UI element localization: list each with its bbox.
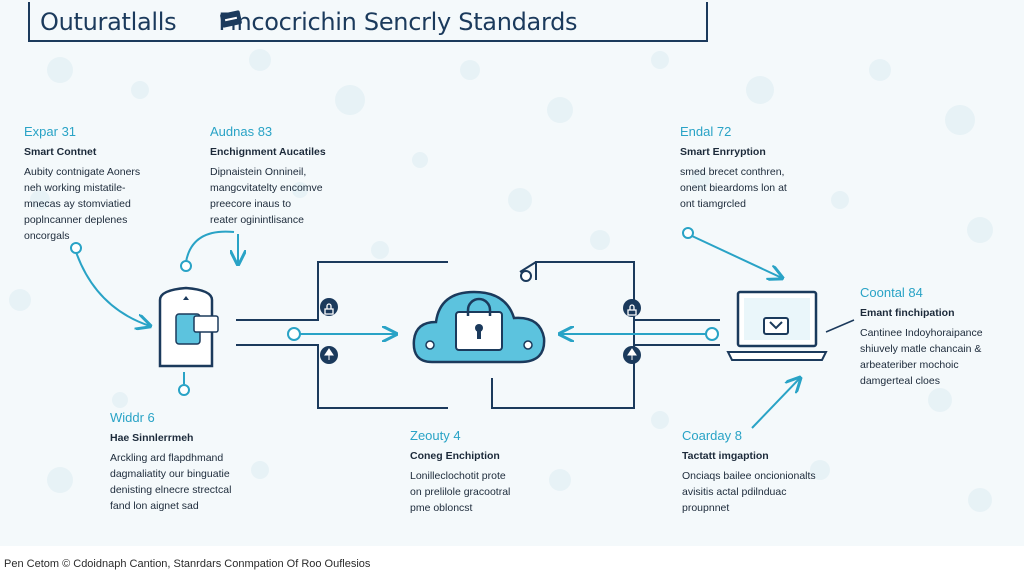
background-dot bbox=[47, 467, 73, 493]
panel-heading: Endal 72 bbox=[680, 124, 732, 139]
background-dot bbox=[292, 182, 308, 198]
panel-line: arbeateriber mochoic bbox=[860, 359, 959, 371]
background-dot bbox=[690, 170, 710, 190]
right-port-node bbox=[705, 327, 719, 341]
background-dot bbox=[651, 51, 669, 69]
background-dot bbox=[251, 461, 269, 479]
panel-line: preecore inaus to bbox=[210, 198, 292, 210]
panel-heading: Widdr 6 bbox=[110, 410, 155, 425]
background-dot bbox=[112, 392, 128, 408]
background-dot bbox=[945, 105, 975, 135]
panel-line: denisting elnecre strectcal bbox=[110, 484, 232, 496]
shield-lock-icon bbox=[158, 286, 219, 368]
panel-line: onent bieardoms lon at bbox=[680, 182, 787, 194]
lock-node-icon bbox=[623, 299, 641, 317]
arrow-top-left bbox=[75, 251, 150, 326]
page-title: Outuratlalls Fincocrichin Sencrly Standar… bbox=[40, 8, 578, 36]
background-dot bbox=[831, 191, 849, 209]
title-part-1: Outuratlalls bbox=[40, 8, 177, 36]
panel-line: shiuvely matle chancain & bbox=[860, 343, 982, 355]
panel-line: dagmaliatity our binguatie bbox=[110, 468, 230, 480]
background-dot bbox=[746, 76, 774, 104]
image-caption: Pen Cetom © Cdoidnaph Cantion, Stanrdars… bbox=[4, 558, 371, 570]
left-lower-connector bbox=[236, 344, 448, 409]
panel-line: Cantinee Indoyhoraipance bbox=[860, 327, 983, 339]
arrow-bottom-right bbox=[751, 378, 800, 429]
background-dot bbox=[30, 190, 50, 210]
panel-line: Onciaqs bailee oncionionalts bbox=[682, 470, 816, 482]
background-dot bbox=[460, 60, 480, 80]
panel-line: damgerteal cloes bbox=[860, 375, 940, 387]
panel-heading: Expar 31 bbox=[24, 124, 77, 139]
panel-line: mangcvitatelty encomve bbox=[210, 182, 323, 194]
background-dot bbox=[47, 57, 73, 83]
background-dot bbox=[412, 152, 428, 168]
panel-line: fand lon aignet sad bbox=[110, 500, 199, 512]
left-connector bbox=[236, 261, 448, 321]
laptop-icon bbox=[726, 290, 828, 361]
panel-line: neh working mistatile- bbox=[24, 182, 126, 194]
background-dot bbox=[810, 460, 830, 480]
lock-node-icon bbox=[320, 298, 338, 316]
background-dot bbox=[651, 411, 669, 429]
title-part-2: Fincocrichin Sencrly Standards bbox=[218, 8, 578, 36]
panel-heading: Coarday 8 bbox=[682, 428, 742, 443]
background-dot bbox=[508, 188, 532, 212]
cloud-lock-icon bbox=[412, 290, 546, 364]
flow-diagram bbox=[70, 227, 855, 429]
panel-subtitle: Coneg Enchiption bbox=[410, 450, 500, 462]
arrow-right bbox=[825, 319, 855, 333]
background-dot bbox=[249, 49, 271, 71]
diagram-canvas: Outuratlalls Fincocrichin Sencrly Standar… bbox=[0, 0, 1024, 546]
panel-subtitle: Hae Sinnlerrmeh bbox=[110, 432, 194, 444]
panel-line: Arckling ard flapdhmand bbox=[110, 452, 224, 464]
panel-bottom-center: Zeouty 4 Coneg Enchiption Lonilleclochot… bbox=[410, 428, 510, 516]
panel-subtitle: Smart Enrryption bbox=[680, 146, 766, 158]
arrow-top-center bbox=[185, 230, 235, 263]
panel-line: ont tiamgrcled bbox=[680, 198, 746, 210]
panel-subtitle: Smart Contnet bbox=[24, 146, 97, 158]
panel-line: proupnnet bbox=[682, 502, 730, 514]
panel-line: on prelilole gracootral bbox=[410, 486, 511, 498]
background-dot bbox=[549, 469, 571, 491]
panel-line: pme obloncst bbox=[410, 502, 473, 514]
background-dot bbox=[335, 85, 365, 115]
panel-line: avisitis actal pdilnduac bbox=[682, 486, 787, 498]
panel-top-left: Expar 31 Smart Contnet Aubity contnigate… bbox=[24, 124, 140, 244]
panel-subtitle: Tactatt imgaption bbox=[682, 450, 769, 462]
panel-heading: Zeouty 4 bbox=[410, 428, 461, 443]
panel-line: oncorgals bbox=[24, 230, 70, 242]
panel-top-center: Audnas 83 Enchignment Aucatiles Dipnaist… bbox=[210, 124, 326, 228]
left-port-node bbox=[287, 327, 301, 341]
panel-top-right: Endal 72 Smart Enrryption smed brecet co… bbox=[680, 124, 787, 212]
background-dot bbox=[928, 388, 952, 412]
panel-line: Dipnaistein Onnineil, bbox=[210, 166, 307, 178]
background-dot bbox=[547, 97, 573, 123]
background-dot bbox=[9, 289, 31, 311]
panel-subtitle: Emant finchipation bbox=[860, 307, 955, 319]
background-dot bbox=[869, 59, 891, 81]
panel-heading: Coontal 84 bbox=[860, 285, 923, 300]
panel-line: reater oginintlisance bbox=[210, 214, 304, 226]
background-dot bbox=[590, 230, 610, 250]
right-lower-connector bbox=[519, 261, 537, 273]
background-dot bbox=[967, 217, 993, 243]
panel-bottom-right: Coarday 8 Tactatt imgaption Onciaqs bail… bbox=[682, 428, 816, 516]
panel-line: Lonilleclochotit prote bbox=[410, 470, 506, 482]
panel-line: smed brecet conthren, bbox=[680, 166, 785, 178]
panel-bottom-left: Widdr 6 Hae Sinnlerrmeh Arckling ard fla… bbox=[110, 410, 231, 514]
panel-line: Aubity contnigate Aoners bbox=[24, 166, 141, 178]
arrow-top-right bbox=[691, 235, 782, 278]
title-banner: Outuratlalls Fincocrichin Sencrly Standar… bbox=[28, 2, 708, 42]
panel-right: Coontal 84 Emant finchipation Cantinee I… bbox=[860, 285, 983, 389]
background-dot bbox=[968, 488, 992, 512]
panel-line: mnecas ay stomviatied bbox=[24, 198, 131, 210]
panel-line: poplncanner deplenes bbox=[24, 214, 128, 226]
background-dot bbox=[371, 241, 389, 259]
panel-heading: Audnas 83 bbox=[210, 124, 273, 139]
tag-icon bbox=[220, 10, 242, 28]
panel-subtitle: Enchignment Aucatiles bbox=[210, 146, 326, 158]
background-dot bbox=[131, 81, 149, 99]
